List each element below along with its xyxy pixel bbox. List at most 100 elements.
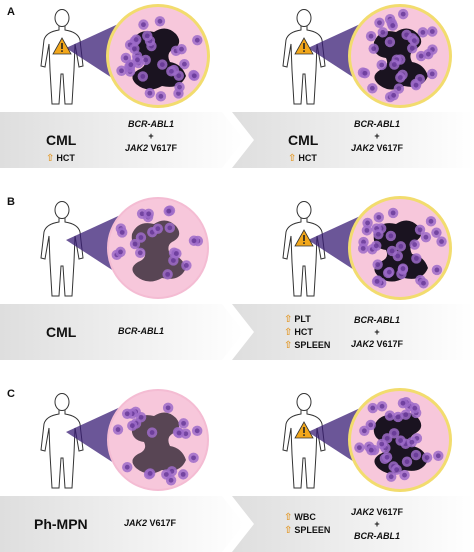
cell-granule <box>388 90 399 101</box>
band-segment-left <box>0 112 244 168</box>
band-b: CML BCR-ABL1 ⇧PLT ⇧HCT ⇧SPLEEN BCR-ABL1 … <box>0 304 474 360</box>
cell-granule <box>391 464 402 475</box>
cell-granule <box>173 427 185 439</box>
cell-granule <box>121 408 133 420</box>
cell-granule <box>388 428 400 439</box>
scene-b-left <box>20 196 220 301</box>
cell-granule <box>431 264 443 276</box>
cell-granule <box>122 461 133 473</box>
cell-granule <box>189 70 200 82</box>
cell-granule <box>165 475 177 486</box>
cell-granule <box>427 26 438 37</box>
cell-granule <box>188 452 199 464</box>
person-outline-icon <box>40 393 84 489</box>
cell-granule <box>166 66 177 77</box>
scene-b-right <box>262 196 462 301</box>
band-segment-left <box>0 304 244 360</box>
indicator-c-right-0: ⇧WBC <box>284 511 330 524</box>
cell-granule <box>127 420 138 431</box>
cell-granule <box>401 456 413 467</box>
mutation-gene: JAK2 <box>124 143 148 153</box>
up-arrow-icon: ⇧ <box>288 153 297 164</box>
indicator-label: HCT <box>56 153 75 163</box>
cell-granule <box>176 43 187 55</box>
scene-graphic <box>40 389 209 491</box>
mutation-gene: JAK2 <box>350 143 374 153</box>
mutation-line: + <box>374 131 380 141</box>
panel-letter-c: C <box>7 388 15 400</box>
mutation-variant: V617F <box>376 143 404 153</box>
cell-granule <box>144 468 156 479</box>
mutation-variant: V617F <box>376 339 404 349</box>
cell-granule <box>188 235 200 246</box>
cell-granule <box>191 425 203 437</box>
indicator-a-right-0: ⇧HCT <box>288 152 317 165</box>
cell-granule <box>171 248 182 259</box>
cell-granule <box>409 239 420 250</box>
indicator-label: WBC <box>294 512 316 522</box>
mutation-a-left: BCR-ABL1 + JAK2 V617F <box>106 118 196 154</box>
mutation-gene: JAK2 <box>123 518 147 528</box>
cell-granule <box>367 402 378 414</box>
cell-granule <box>433 450 444 462</box>
cell-granule <box>371 276 383 287</box>
cell-granule <box>152 223 164 234</box>
mutation-variant: V617F <box>376 507 404 517</box>
mutation-line: + <box>148 131 154 141</box>
indicator-b-right-0: ⇧PLT <box>284 313 330 326</box>
scene-graphic <box>282 388 452 492</box>
scene-graphic <box>40 4 210 108</box>
cell-granule <box>135 247 146 259</box>
scene-c-right <box>262 388 462 493</box>
scene-a-right <box>262 4 462 109</box>
cell-granule <box>192 34 203 46</box>
up-arrow-icon: ⇧ <box>284 525 293 536</box>
cell-granule <box>177 469 189 480</box>
scene-graphic <box>282 196 452 300</box>
scene-graphic <box>282 4 452 108</box>
cell-granule <box>366 444 377 456</box>
mutation-c-right: JAK2 V617F + BCR-ABL1 <box>332 506 422 542</box>
diagnosis-b-left: CML <box>46 324 77 340</box>
bone-marrow-cell-icon <box>348 4 452 108</box>
bone-marrow-cell-icon <box>348 196 452 300</box>
cell-granule <box>117 227 128 238</box>
band-segment-right <box>232 112 474 168</box>
cell-granule <box>178 418 189 429</box>
cell-granule <box>425 216 437 227</box>
indicator-c-right-1: ⇧SPLEEN <box>284 524 330 537</box>
cell-granule <box>162 402 174 414</box>
diagnosis-a-right: CML <box>288 132 319 148</box>
mutation-gene: JAK2 <box>350 339 374 349</box>
mutation-b-right: BCR-ABL1 + JAK2 V617F <box>332 314 422 350</box>
cell-granule <box>397 397 409 409</box>
cell-granule <box>112 424 124 435</box>
warning-triangle-icon <box>294 421 314 439</box>
cell-granule <box>376 59 387 71</box>
panel-letter-b: B <box>7 196 15 208</box>
panel-letter-a: A <box>7 6 15 18</box>
band-a-graphic <box>0 112 474 168</box>
cell-granule <box>427 68 438 80</box>
band-segment-right <box>232 304 474 360</box>
indicator-b-right-2: ⇧SPLEEN <box>284 339 330 352</box>
indicators-c-right: ⇧WBC ⇧SPLEEN <box>284 511 330 537</box>
mutation-line: BCR-ABL1 <box>128 119 174 129</box>
cell-granule <box>386 471 397 482</box>
cell-granule <box>368 43 379 54</box>
indicator-a-left-0: ⇧HCT <box>46 152 75 165</box>
mutation-gene: JAK2 <box>350 507 374 517</box>
cell-granule <box>395 72 406 83</box>
indicator-label: PLT <box>294 314 311 324</box>
cell-granule <box>395 241 407 252</box>
mutation-variant: V617F <box>149 518 177 528</box>
cell-granule <box>387 207 399 219</box>
cell-granule <box>406 437 418 448</box>
cell-granule <box>373 229 384 240</box>
cell-granule <box>385 230 397 242</box>
cell-granule <box>407 43 418 54</box>
person-outline-icon <box>40 9 84 105</box>
cell-granule <box>398 8 409 20</box>
cell-granule <box>361 225 373 236</box>
